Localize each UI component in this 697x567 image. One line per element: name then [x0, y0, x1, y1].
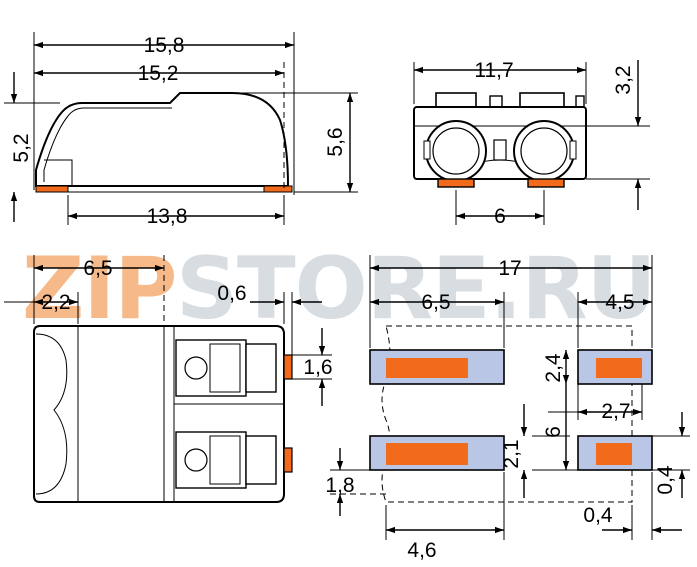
dim-footprint-small-2: 0,4: [583, 504, 613, 527]
dim-footprint-offset: 1,8: [325, 474, 354, 497]
watermark-text-zip: ZIP: [22, 239, 176, 339]
dim-footprint-pad-height: 2,4: [542, 353, 565, 383]
dim-base-length: 13,8: [147, 205, 188, 228]
dim-footprint-pitch: 6: [542, 426, 565, 438]
dim-height-right: 5,6: [324, 127, 347, 156]
pad-contact-lower-left: [386, 443, 468, 465]
side-view-body: [35, 92, 290, 187]
dim-top-left-b: 2,2: [41, 291, 70, 314]
dim-top-pin: 1,6: [303, 356, 332, 379]
pad-contact-upper-right: [596, 358, 642, 378]
dim-overall-length: 15,8: [144, 34, 185, 57]
dim-top-left-a: 6,5: [83, 257, 112, 280]
watermark: ZIP STORE.RU: [22, 239, 656, 339]
pad-contact-upper-left: [386, 358, 468, 378]
dim-height-left: 5,2: [10, 133, 33, 162]
dim-top-offset: 3,2: [612, 65, 635, 94]
dim-footprint-bottom-width: 4,6: [407, 539, 436, 562]
dim-footprint-right-pad: 4,5: [605, 291, 634, 314]
front-view: 11,7 3,2 6: [413, 59, 650, 228]
side-view-contact-left: [35, 185, 69, 193]
top-view-pin-lower: [283, 447, 293, 473]
dim-front-width: 11,7: [474, 59, 513, 82]
side-view-contact-right: [263, 185, 293, 193]
dim-front-pitch: 6: [494, 205, 506, 228]
dim-footprint-pad-spacing: 2,7: [601, 400, 630, 423]
dim-footprint-pad-h2: 2,1: [500, 439, 523, 468]
dim-body-length: 15,2: [138, 62, 179, 85]
watermark-text-store: STORE.RU: [176, 239, 655, 339]
dim-top-right-gap: 0,6: [217, 282, 246, 305]
dim-footprint-total: 17: [498, 257, 521, 280]
footprint-view: 17 6,5 4,5 2,4 2,7 6 2,1 1,8 0,4 4,6: [325, 255, 690, 562]
top-view: 6,5 2,2 0,6 1,6: [4, 255, 333, 503]
top-view-pin-upper: [283, 354, 293, 380]
dim-footprint-left-pad: 6,5: [421, 291, 450, 314]
pad-contact-lower-right: [596, 443, 632, 465]
dim-footprint-small-1: 0,4: [654, 465, 677, 495]
side-view: 15,8 15,2 5,2 5,6 13,8: [4, 32, 358, 228]
